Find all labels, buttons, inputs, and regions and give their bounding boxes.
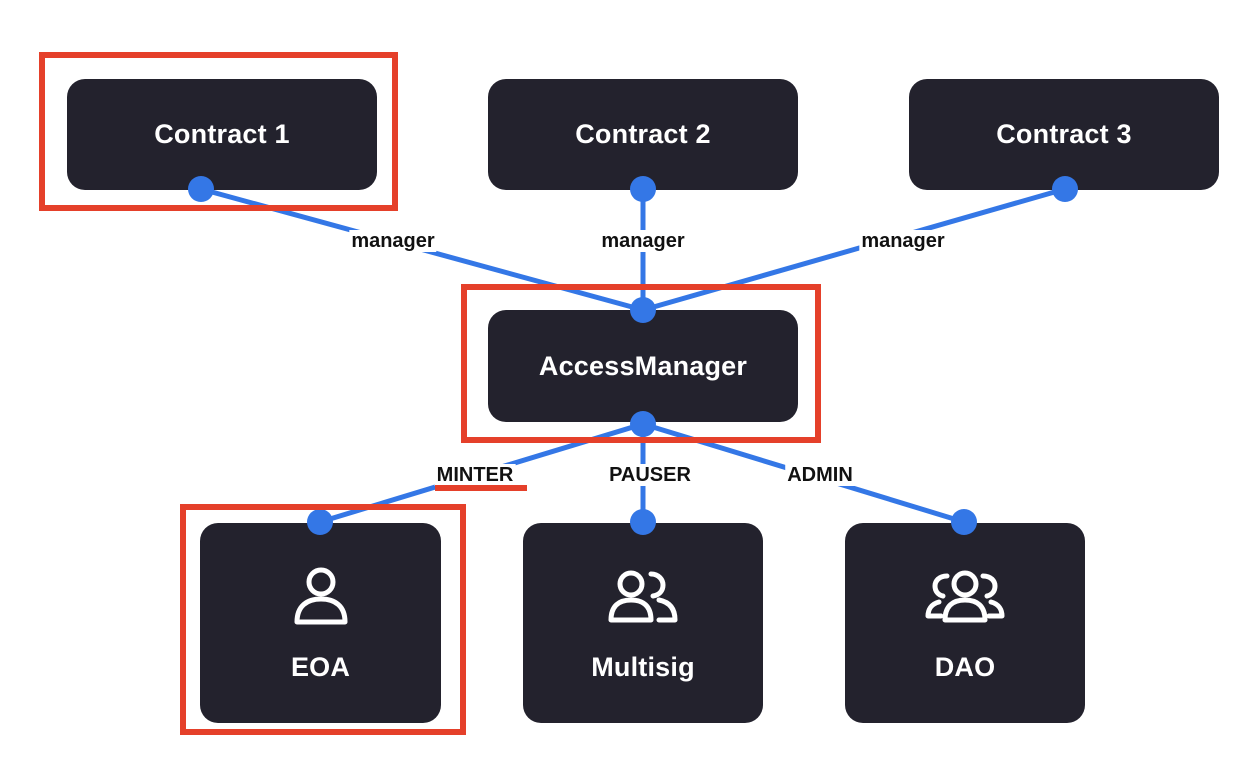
multisig-label: Multisig — [591, 651, 695, 682]
access-manager-label: AccessManager — [538, 350, 748, 381]
contract-1-node[interactable]: Contract 1 — [67, 79, 377, 190]
access-manager-node[interactable]: AccessManager — [488, 310, 798, 422]
highlight-eoa — [180, 504, 466, 735]
contract-1-label: Contract 1 — [154, 119, 290, 149]
edge-label-manager-3: manager — [859, 230, 947, 252]
eoa-label: EOA — [290, 651, 351, 682]
edge-label-pauser: PAUSER — [607, 464, 693, 486]
connector-dot-multisig — [630, 509, 656, 535]
multisig-node[interactable]: Multisig — [523, 523, 763, 723]
contract-2-node[interactable]: Contract 2 — [488, 79, 798, 190]
connector-dot-manager-bottom — [630, 411, 656, 437]
user-group-icon — [925, 570, 1005, 622]
dao-label: DAO — [934, 651, 996, 682]
users-icon — [608, 570, 678, 622]
dao-node[interactable]: DAO — [845, 523, 1085, 723]
contract-2-label: Contract 2 — [575, 119, 711, 149]
user-icon — [294, 567, 347, 624]
highlight-minter-underline — [435, 485, 527, 491]
highlight-contract-1 — [39, 52, 398, 211]
connector-dot-contract-1 — [188, 176, 214, 202]
connector-dot-contract-3 — [1052, 176, 1078, 202]
connector-dot-contract-2 — [630, 176, 656, 202]
highlight-access-manager — [461, 284, 821, 443]
edge-label-manager-1: manager — [349, 230, 437, 252]
edge-label-minter: MINTER — [434, 464, 516, 486]
connector-dot-manager-top — [630, 297, 656, 323]
contract-3-label: Contract 3 — [996, 119, 1132, 149]
edge-label-admin: ADMIN — [785, 464, 855, 486]
connector-dot-eoa — [307, 509, 333, 535]
connector-dot-dao — [951, 509, 977, 535]
contract-3-node[interactable]: Contract 3 — [909, 79, 1219, 190]
edge-label-manager-2: manager — [599, 230, 687, 252]
eoa-node[interactable]: EOA — [200, 523, 441, 723]
